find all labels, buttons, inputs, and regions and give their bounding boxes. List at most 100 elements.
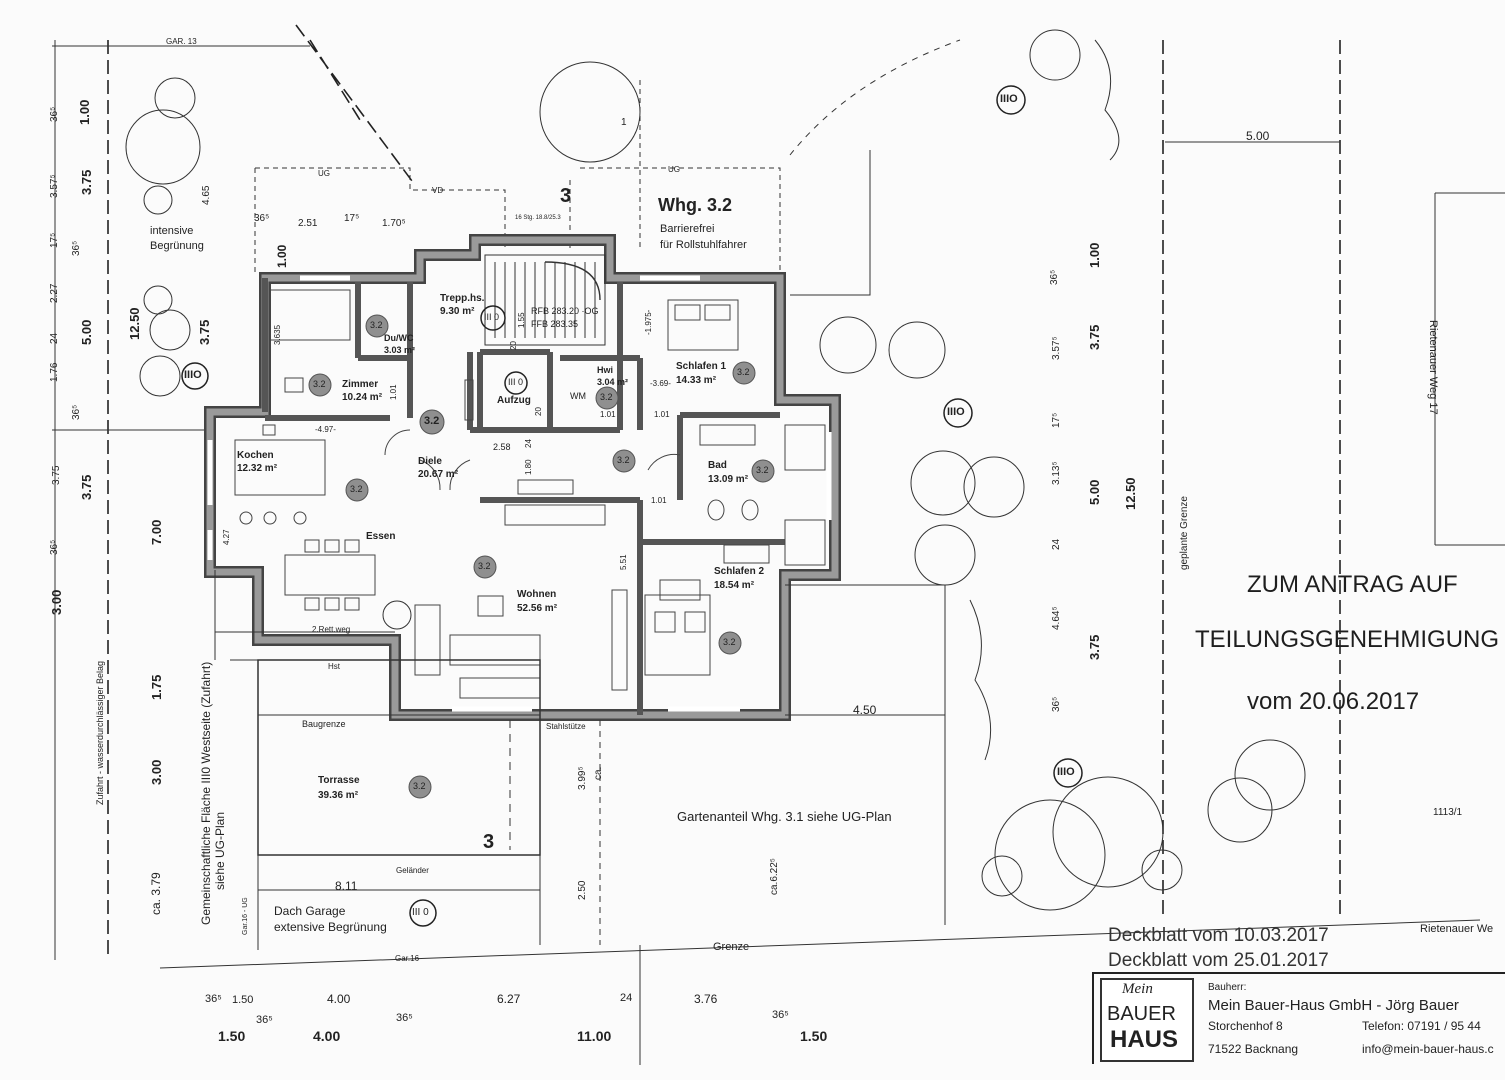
- badge-diele: 3.2: [424, 415, 440, 427]
- dim-li-7: 36⁵: [71, 404, 82, 420]
- room-treppenhaus: Trepp.hs.: [440, 293, 485, 304]
- room-wohnen: Wohnen: [517, 589, 557, 600]
- dim-i-0: -4.97-: [315, 425, 336, 434]
- dim-m-1: 4.50: [853, 703, 877, 717]
- badge-terrasse: 3.2: [413, 781, 426, 791]
- dim-ls-2: 3.75: [197, 319, 212, 345]
- dim-ra-2: 17⁵: [1051, 412, 1062, 428]
- dim-i-10: 1.01: [654, 410, 670, 419]
- dim-rb-1: 3.75: [1087, 324, 1102, 350]
- furniture: [234, 289, 826, 699]
- room-bad-area: 13.09 m²: [708, 474, 749, 485]
- label-iii0-garage: III 0: [412, 907, 429, 918]
- deckblatt-2: Deckblatt vom 25.01.2017: [1108, 950, 1329, 971]
- dim-li-0: 36⁵: [49, 106, 60, 122]
- dim-m-0: 5.00: [1246, 129, 1270, 143]
- dim-m-2: 8.11: [335, 879, 358, 893]
- room-diele-area: 20.67 m²: [418, 469, 459, 480]
- dim-t-1: 2.51: [298, 218, 318, 229]
- dim-b1-4: 24: [620, 992, 633, 1004]
- dim-ra-3: 3.13⁵: [1051, 461, 1062, 485]
- dim-rb-3: 3.75: [1087, 634, 1102, 660]
- dim-b2-2: 4.00: [313, 1028, 341, 1044]
- room-diele: Diele: [418, 456, 442, 467]
- dim-lo-0: 1.00: [77, 99, 92, 125]
- room-schlafen1: Schlafen 1: [676, 361, 727, 372]
- badge-wohnen: 3.2: [478, 561, 491, 571]
- dim-li-3: 36⁵: [71, 240, 82, 256]
- room-hwi-area: 3.04 m²: [597, 377, 629, 387]
- dim-b2-0: 1.50: [218, 1028, 246, 1044]
- room-schlafen1-area: 14.33 m²: [676, 375, 717, 386]
- dim-i-2: 1.80: [524, 459, 533, 475]
- label-gemeinschaft2: siehe UG-Plan: [213, 811, 227, 890]
- badge-duwc: 3.2: [370, 320, 383, 330]
- dim-i-13: 20: [509, 341, 518, 350]
- logo-bauer: BAUER: [1107, 1003, 1176, 1025]
- company-name: Mein Bauer-Haus GmbH - Jörg Bauer: [1208, 997, 1459, 1014]
- company-logo: Mein BAUER HAUS: [1100, 978, 1194, 1062]
- label-intensive2: Begrünung: [150, 240, 204, 252]
- badge-kochen: 3.2: [350, 484, 363, 494]
- label-vd: VD: [432, 186, 444, 195]
- room-essen: Essen: [366, 531, 396, 542]
- building-walls: [204, 234, 841, 721]
- label-rietenauer: Rietenauer Weg 17: [1427, 320, 1439, 415]
- dim-ra-5: 4.64⁵: [1051, 606, 1062, 630]
- label-iiio-3: IIIO: [1057, 766, 1075, 778]
- dim-lo-3: 3.75: [79, 474, 94, 500]
- dim-i-12: 1.55: [517, 312, 526, 328]
- dim-li-6: 1.76: [49, 362, 60, 382]
- label-stair-levels2: FFB 283.35: [531, 319, 579, 329]
- dim-rb-2: 5.00: [1087, 479, 1102, 505]
- dim-lo-8: ca. 3.79: [149, 872, 163, 915]
- apartment-note1: Barrierefrei: [660, 223, 715, 235]
- dim-b2-5: 36⁵: [772, 1009, 789, 1021]
- room-treppenhaus-area: 9.30 m²: [440, 306, 475, 317]
- dim-lo-7: 3.00: [149, 759, 164, 785]
- section-marker-top: 3: [560, 185, 572, 207]
- label-aufzug: Aufzug: [497, 395, 531, 406]
- dim-li-8: 3.75: [51, 465, 62, 485]
- company-phone: Telefon: 07191 / 95 44: [1362, 1019, 1481, 1033]
- label-garten: Gartenanteil Whg. 3.1 siehe UG-Plan: [677, 809, 892, 824]
- label-iii0-aufzug: III 0: [508, 377, 524, 387]
- room-terrasse: Torrasse: [318, 775, 360, 786]
- label-gar16-ug: Gar.16 - UG: [242, 897, 249, 935]
- dim-m-4: ca.: [593, 766, 604, 780]
- dim-m-5: 2.50: [577, 880, 588, 900]
- room-bad: Bad: [708, 460, 727, 471]
- dim-i-6: -3.69-: [650, 379, 671, 388]
- dim-m-3: 3.99⁵: [577, 766, 588, 790]
- dim-i-15: 3.635: [273, 324, 282, 345]
- room-duwc: Du/WC: [384, 333, 414, 343]
- dim-b1-1: 1.50: [232, 994, 254, 1006]
- dim-t-3: 1.70⁵: [382, 218, 406, 229]
- bauherr-label: Bauherr:: [1208, 982, 1247, 993]
- logo-mein: Mein: [1122, 981, 1153, 997]
- dim-ls-1: 12.50: [127, 307, 142, 340]
- label-stair-steps: 16 Stg. 18.8/25.3: [515, 215, 561, 221]
- iii0-markers: [181, 85, 1083, 927]
- dim-rc: 12.50: [1123, 477, 1138, 510]
- dim-i-14: 20: [534, 407, 543, 416]
- dim-b2-4: 11.00: [577, 1028, 612, 1044]
- label-geplante-grenze: geplante Grenze: [1179, 496, 1190, 570]
- dim-b2-3: 36⁵: [396, 1012, 413, 1024]
- label-flurstueck-1: 1: [621, 117, 627, 128]
- dim-i-7: -1.975-: [644, 309, 653, 335]
- dim-i-1: 2.58: [493, 442, 511, 452]
- label-rietenauer2: Rietenauer We: [1420, 923, 1494, 935]
- badge-bad: 3.2: [756, 465, 769, 475]
- dim-rb-0: 1.00: [1087, 242, 1102, 268]
- dim-lo-4: 7.00: [149, 519, 164, 545]
- dim-m-6: ca.6.22⁵: [769, 858, 780, 895]
- label-stair-levels: RFB 283.20 ·OG: [531, 306, 599, 316]
- label-hst: Hst: [328, 662, 340, 671]
- dim-b2-6: 1.50: [800, 1028, 828, 1044]
- dim-lo-6: 1.75: [149, 674, 164, 700]
- room-hwi: Hwi: [597, 365, 614, 375]
- dim-i-3: 24: [524, 439, 533, 448]
- deckblatt-1: Deckblatt vom 10.03.2017: [1108, 925, 1329, 946]
